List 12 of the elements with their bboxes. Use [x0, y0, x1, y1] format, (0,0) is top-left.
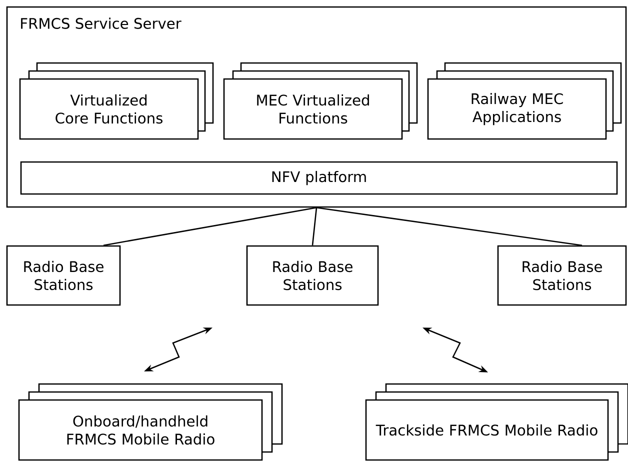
stacked-boxes: MEC Virtualized Functions — [223, 62, 418, 140]
process-box: NFV platform — [20, 161, 618, 195]
connector-line — [312, 208, 318, 246]
stacked-boxes: Railway MEC Applications — [427, 62, 622, 140]
connector-line — [103, 207, 317, 246]
process-box: Radio Base Stations — [497, 245, 627, 306]
connector-line — [316, 207, 582, 246]
stacked-boxes: Virtualized Core Functions — [19, 62, 214, 140]
stacked-boxes: Onboard/handheld FRMCS Mobile Radio — [18, 383, 283, 461]
stacked-boxes: Trackside FRMCS Mobile Radio — [365, 383, 628, 461]
process-box: Radio Base Stations — [6, 245, 121, 306]
process-box: Radio Base Stations — [246, 245, 379, 306]
